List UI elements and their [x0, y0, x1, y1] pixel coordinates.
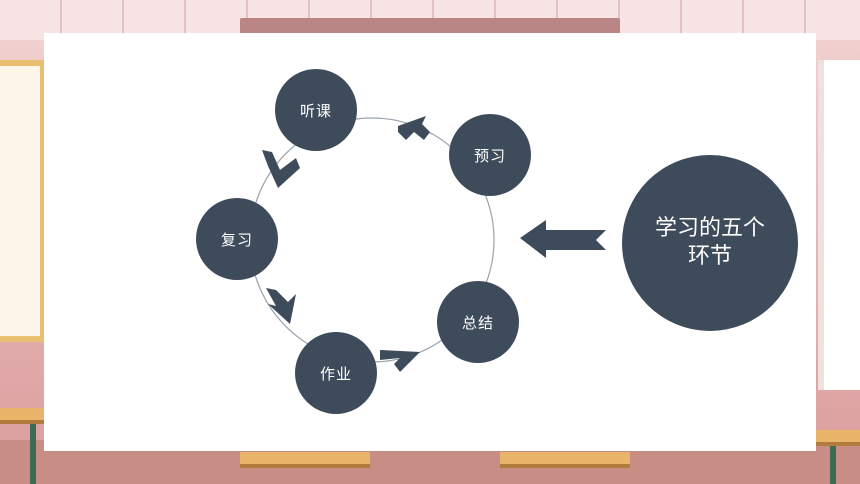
- node-label-fuxi: 复习: [220, 230, 253, 249]
- node-label-yuxi: 预习: [473, 146, 506, 165]
- node-fuxi: [196, 198, 278, 280]
- center-topic-label: 学习的五个环节: [654, 216, 765, 269]
- node-zongjie: [437, 281, 519, 363]
- arrow-tingke-to-fuxi: [262, 150, 300, 188]
- node-zuoye: [295, 332, 377, 414]
- desk-leg: [30, 424, 36, 484]
- node-label-zuoye: 作业: [319, 364, 352, 383]
- arrow-fuxi-to-zuoye: [266, 288, 296, 324]
- node-tingke: [275, 69, 357, 151]
- node-label-zongjie: 总结: [461, 313, 494, 332]
- desk-leg: [830, 446, 836, 484]
- desk: [500, 452, 630, 468]
- node-yuxi: [449, 114, 531, 196]
- node-label-tingke: 听课: [299, 101, 332, 120]
- left-window: [0, 60, 46, 342]
- desk: [240, 452, 370, 468]
- center-topic-circle: [622, 155, 798, 331]
- arrow-zuoye-to-zongjie: [380, 350, 420, 372]
- arrow-yuxi-to-tingke: [398, 116, 430, 140]
- arrow-to-cycle: [520, 220, 606, 258]
- right-window: [818, 60, 860, 390]
